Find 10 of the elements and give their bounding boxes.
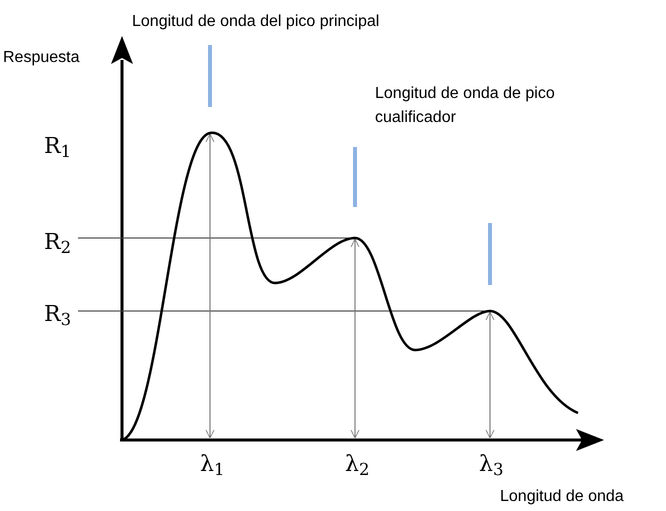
annotation-text: Longitud de onda del pico principal xyxy=(132,12,380,32)
wavelength-label: λ$_{2}$ xyxy=(345,451,370,481)
axis-title: Respuesta xyxy=(3,48,80,68)
peak-label: R$_{3}$ xyxy=(44,301,72,331)
annotation-text: Longitud de onda de pico cualificador xyxy=(375,84,556,128)
peak-label: R$_{1}$ xyxy=(44,133,72,163)
axis-title: Longitud de onda xyxy=(500,487,624,507)
peak-label: R$_{2}$ xyxy=(44,229,72,259)
wavelength-label: λ$_{1}$ xyxy=(200,451,224,481)
wavelength-label: λ$_{3}$ xyxy=(479,451,504,481)
